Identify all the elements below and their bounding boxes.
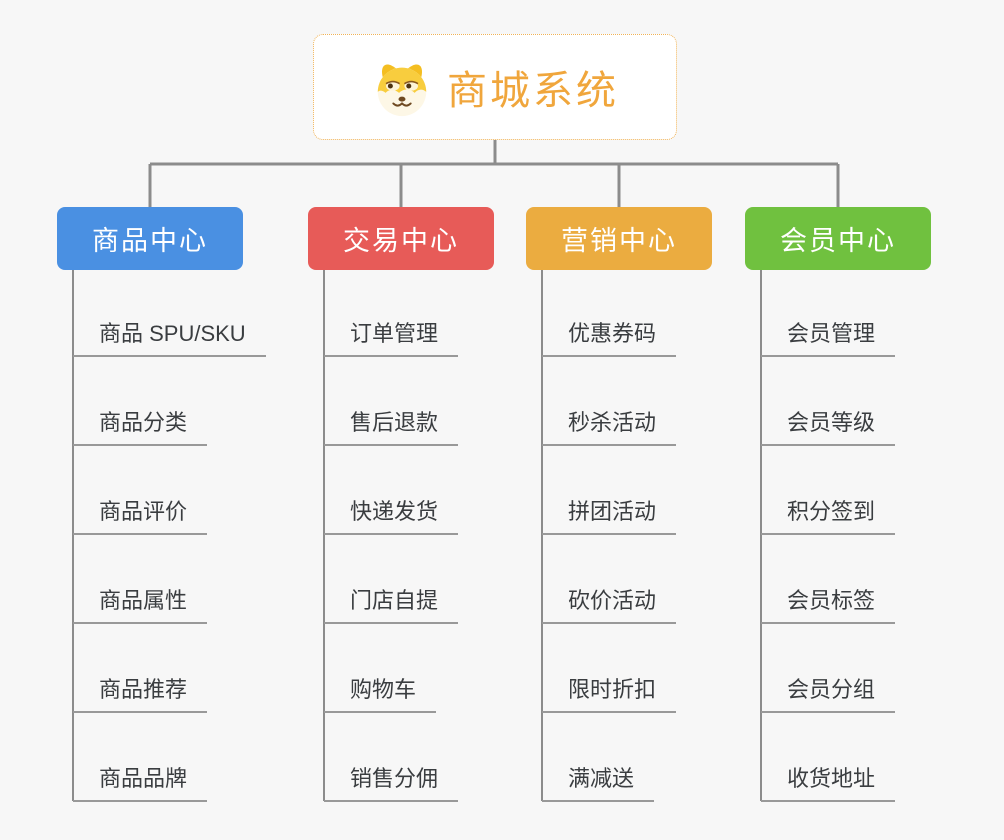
branch-label: 商品中心 (92, 226, 208, 256)
leaf-node-marketing-center-0[interactable]: 优惠券码 (542, 317, 677, 357)
branch-label: 会员中心 (780, 226, 896, 256)
leaf-node-trade-center-3[interactable]: 门店自提 (324, 584, 459, 624)
leaf-node-product-center-0[interactable]: 商品 SPU/SKU (73, 317, 266, 357)
branch-node-trade-center[interactable]: 交易中心 (308, 207, 494, 270)
leaf-node-member-center-5[interactable]: 收货地址 (761, 762, 896, 802)
leaf-node-marketing-center-5[interactable]: 满减送 (542, 762, 655, 802)
branch-node-product-center[interactable]: 商品中心 (57, 207, 243, 270)
leaf-node-member-center-2[interactable]: 积分签到 (761, 495, 896, 535)
branch-label: 交易中心 (343, 226, 459, 256)
leaf-node-member-center-3[interactable]: 会员标签 (761, 584, 896, 624)
branch-node-marketing-center[interactable]: 营销中心 (526, 207, 712, 270)
leaf-node-product-center-1[interactable]: 商品分类 (73, 406, 208, 446)
leaf-node-marketing-center-3[interactable]: 砍价活动 (542, 584, 677, 624)
doge-icon (377, 64, 427, 117)
leaf-node-trade-center-0[interactable]: 订单管理 (324, 317, 459, 357)
leaf-node-product-center-5[interactable]: 商品品牌 (73, 762, 208, 802)
leaf-node-marketing-center-1[interactable]: 秒杀活动 (542, 406, 677, 446)
root-title: 商城系统 (447, 69, 619, 113)
branch-node-member-center[interactable]: 会员中心 (745, 207, 931, 270)
root-node[interactable]: 商城系统 (313, 34, 677, 140)
leaf-node-member-center-0[interactable]: 会员管理 (761, 317, 896, 357)
leaf-node-trade-center-2[interactable]: 快递发货 (324, 495, 459, 535)
leaf-node-marketing-center-2[interactable]: 拼团活动 (542, 495, 677, 535)
leaf-node-product-center-2[interactable]: 商品评价 (73, 495, 208, 535)
leaf-node-member-center-4[interactable]: 会员分组 (761, 673, 896, 713)
leaf-node-product-center-3[interactable]: 商品属性 (73, 584, 208, 624)
branch-label: 营销中心 (561, 226, 677, 256)
leaf-node-member-center-1[interactable]: 会员等级 (761, 406, 896, 446)
leaf-node-trade-center-5[interactable]: 销售分佣 (324, 762, 459, 802)
leaf-node-trade-center-1[interactable]: 售后退款 (324, 406, 459, 446)
leaf-node-product-center-4[interactable]: 商品推荐 (73, 673, 208, 713)
leaf-node-marketing-center-4[interactable]: 限时折扣 (542, 673, 677, 713)
leaf-node-trade-center-4[interactable]: 购物车 (324, 673, 437, 713)
